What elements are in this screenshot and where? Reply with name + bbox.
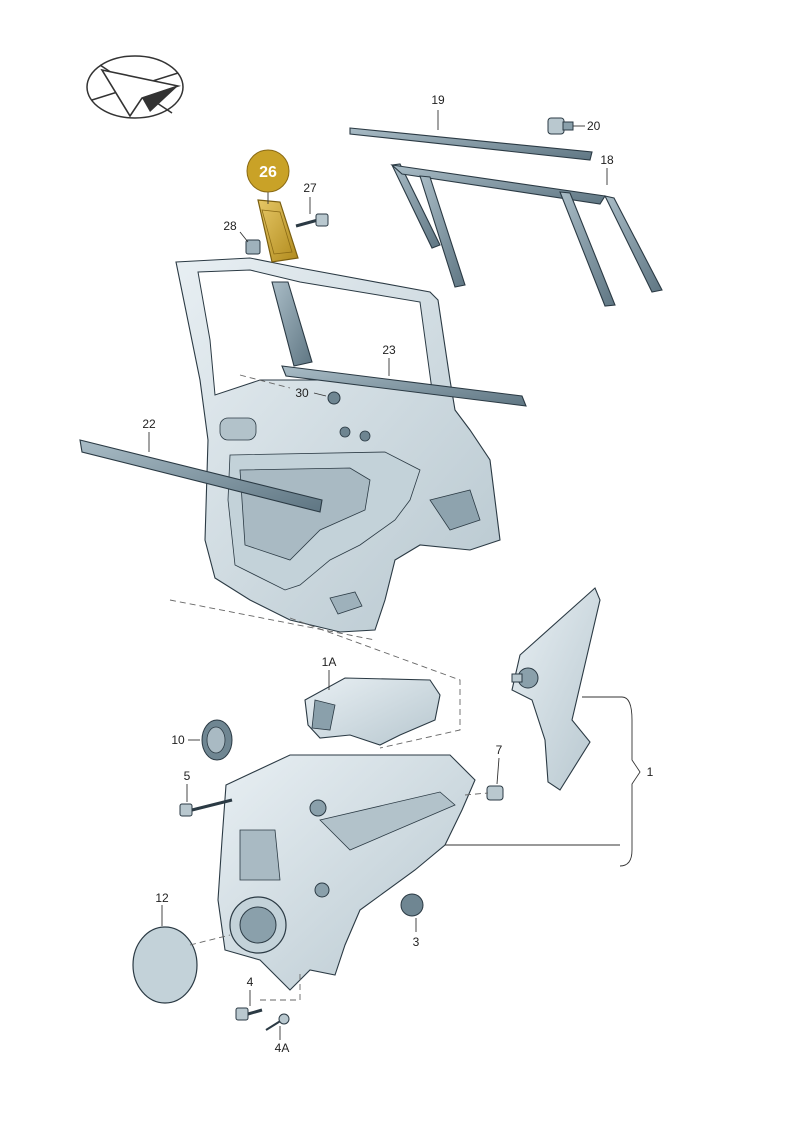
pillar-trim [271,281,313,367]
strip-23 [281,365,527,407]
strip-22 [79,439,323,513]
screw-27-icon [295,213,329,228]
callout-4: 4 [247,975,254,989]
highlight-badge-26[interactable]: 26 [246,149,290,193]
callout-7: 7 [496,743,503,757]
leader-lines [148,110,608,1040]
nut-7-icon [486,785,504,801]
bolt-4-icon [235,1007,263,1021]
door-shell [175,257,501,633]
callout-30: 30 [295,386,309,400]
callout-23: 23 [382,343,396,357]
callout-12: 12 [155,891,169,905]
paper-plane-logo-icon [86,55,184,119]
callout-3: 3 [413,935,420,949]
callout-1: 1 [647,765,654,779]
projection-line [189,934,231,946]
callout-18: 18 [600,153,614,167]
part-26-trim [257,199,299,263]
callout-26: 26 [259,164,277,181]
projection-line [260,970,301,1001]
projection-line [169,599,376,641]
grommet-30-icon [327,391,341,405]
callout-5: 5 [184,769,191,783]
callout-27: 27 [303,181,317,195]
callout-19: 19 [431,93,445,107]
grommet-10-icon [201,719,233,761]
strip-19 [349,127,593,161]
callout-20: 20 [587,119,601,133]
grommet-3-icon [400,893,424,917]
bolt-5-icon [179,798,233,817]
window-frame-18 [390,163,663,307]
callout-28: 28 [223,219,237,233]
callout-10: 10 [171,733,185,747]
clip-28-icon [245,239,261,255]
carrier-plate [217,754,476,991]
cover-12 [132,926,198,1004]
projection-line [464,792,489,796]
callout-22: 22 [142,417,156,431]
projection-line [289,617,461,749]
projection-line [239,374,291,389]
callout-1A: 1A [322,655,337,669]
rivet-4A-icon [265,1013,290,1031]
group-bracket [582,696,641,867]
regulator-arm [511,587,601,791]
callout-4A: 4A [275,1041,290,1055]
bracket-1A [304,677,441,746]
clip-20-icon [547,117,574,135]
